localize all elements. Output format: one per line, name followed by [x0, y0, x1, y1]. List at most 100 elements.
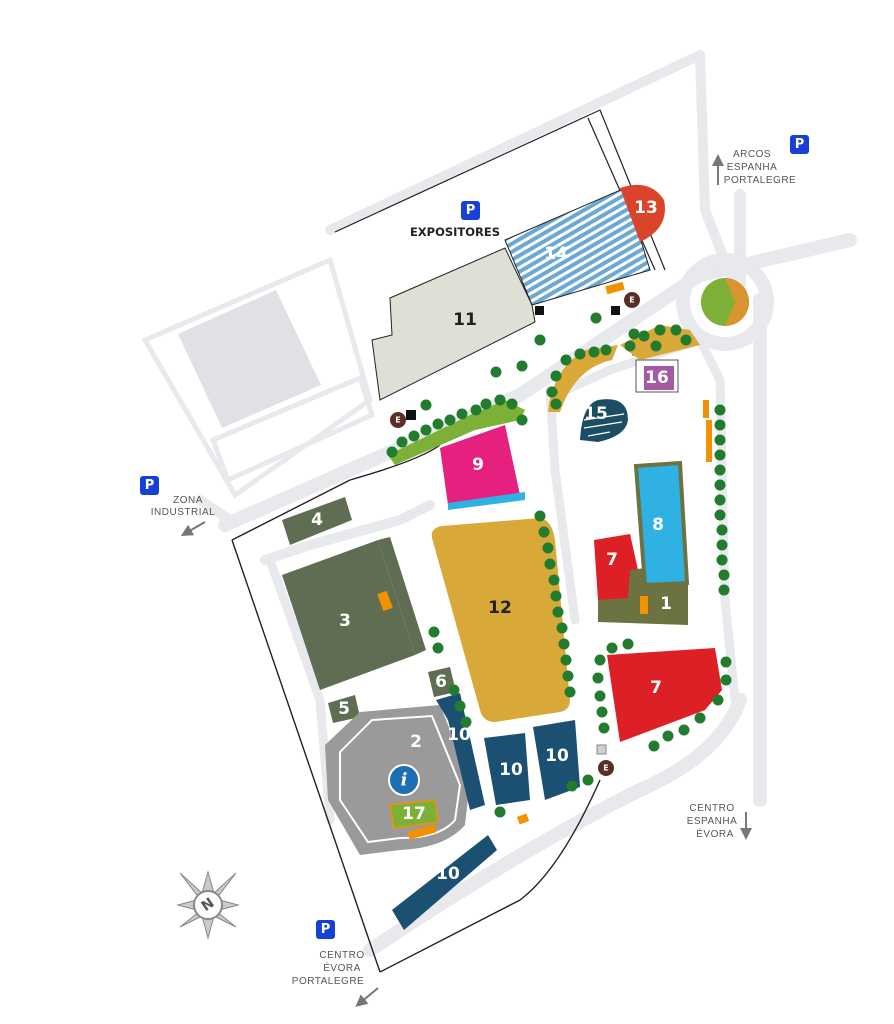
tree-icon	[432, 418, 444, 430]
venue-12[interactable]	[371, 247, 536, 401]
venue-7b[interactable]	[607, 648, 722, 742]
venue-1-label: 1	[660, 594, 672, 614]
tree-icon	[714, 479, 726, 491]
venue-9[interactable]	[440, 425, 520, 505]
tree-icon	[470, 404, 482, 416]
tree-icon	[624, 340, 636, 352]
venue-8[interactable]	[633, 460, 690, 588]
venue-1-kiosk	[640, 596, 648, 614]
venue-10c[interactable]	[533, 720, 580, 800]
tree-icon	[592, 672, 604, 684]
tree-icon	[714, 404, 726, 416]
kiosk-north	[605, 281, 625, 295]
tree-icon	[716, 524, 728, 536]
venue-17[interactable]	[389, 799, 439, 829]
tree-icon	[562, 670, 574, 682]
venue-4[interactable]	[282, 497, 352, 545]
venue-16-label: 16	[645, 368, 669, 388]
trees	[386, 312, 732, 818]
tree-icon	[556, 622, 568, 634]
parking-icon	[140, 476, 159, 495]
tree-icon	[712, 694, 724, 706]
arrow-left-down	[355, 987, 379, 1007]
gate-post-4	[596, 744, 607, 755]
parking-symbol: P	[321, 922, 331, 937]
compass-circle	[193, 890, 223, 920]
tree-icon	[456, 408, 468, 420]
tree-icon	[506, 398, 518, 410]
venue-3[interactable]	[282, 540, 415, 690]
direction-west: ZONA INDUSTRIAL	[151, 495, 215, 537]
tree-icon	[386, 446, 398, 458]
direction-ne-line-3: PORTALEGRE	[724, 175, 796, 186]
venue-3-kiosk	[377, 590, 393, 612]
direction-se-line-2: ESPANHA	[687, 816, 738, 827]
venue-11[interactable]	[431, 518, 570, 722]
roundabout-orange	[725, 278, 749, 326]
venue-6-label: 6	[435, 672, 447, 692]
venue-10d[interactable]	[392, 835, 497, 930]
compass-icon: N	[176, 870, 240, 940]
venue-10a[interactable]	[436, 693, 485, 810]
venue-10b[interactable]	[484, 733, 530, 805]
tree-icon	[560, 654, 572, 666]
info-icon[interactable]	[388, 764, 420, 796]
tree-icon	[396, 436, 408, 448]
entrance-icon	[390, 412, 406, 428]
entrance-marker-west[interactable]: E	[390, 412, 406, 428]
venue-14[interactable]	[504, 187, 651, 306]
road-inner-ring	[260, 500, 435, 565]
venue-2-label: 2	[410, 732, 422, 752]
venue-5[interactable]	[328, 695, 360, 723]
parking-south-west[interactable]: P	[316, 920, 335, 939]
parking-symbol: P	[466, 203, 476, 218]
site-boundary	[231, 444, 601, 973]
venue-15-lines	[583, 413, 625, 437]
venue-10b-label: 10	[499, 760, 523, 780]
venue-12-label: 11	[453, 310, 477, 330]
grey-lot-square	[178, 290, 321, 428]
entrance-marker-south[interactable]: E	[598, 760, 614, 776]
tree-icon	[550, 370, 562, 382]
tree-icon	[560, 354, 572, 366]
tree-icon	[516, 414, 528, 426]
garden-strip-mid	[548, 345, 618, 412]
parking-north-east[interactable]: P	[790, 135, 809, 154]
parking-west[interactable]: P	[140, 476, 159, 495]
venue-7a-label: 7	[606, 550, 618, 570]
parking-expositores[interactable]: P EXPOSITORES	[410, 201, 500, 239]
direction-sw-line-3: PORTALEGRE	[292, 976, 364, 987]
entrance-label: E	[629, 296, 634, 305]
tree-icon	[566, 780, 578, 792]
tree-icon	[420, 424, 432, 436]
parking-icon	[461, 201, 480, 220]
venue-13[interactable]	[620, 184, 665, 242]
venue-15[interactable]	[580, 399, 628, 442]
tree-icon	[628, 328, 640, 340]
road-south-curve	[363, 693, 747, 957]
tree-icon	[680, 334, 692, 346]
tree-icon	[716, 554, 728, 566]
tree-icon	[420, 399, 432, 411]
venue-11-label: 12	[488, 598, 512, 618]
venue-10d-label: 10	[436, 864, 460, 884]
tree-icon	[638, 330, 650, 342]
direction-sw-line-2: ÉVORA	[323, 961, 361, 974]
tree-icon	[550, 398, 562, 410]
tree-icon	[558, 638, 570, 650]
entrance-label: E	[395, 416, 400, 425]
roundabout-road	[676, 253, 774, 351]
venue-7a[interactable]	[594, 534, 638, 600]
tree-icon	[598, 722, 610, 734]
tree-icon	[538, 526, 550, 538]
tree-icon	[714, 509, 726, 521]
tree-icon	[546, 386, 558, 398]
tree-icon	[516, 360, 528, 372]
info-symbol: i	[401, 770, 408, 791]
entrance-marker-north[interactable]: E	[624, 292, 640, 308]
venue-10a-label: 10	[447, 725, 471, 745]
venue-16[interactable]	[644, 366, 674, 390]
venue-4-label: 4	[311, 510, 323, 530]
parking-icon	[790, 135, 809, 154]
venue-7b-label: 7	[650, 678, 662, 698]
